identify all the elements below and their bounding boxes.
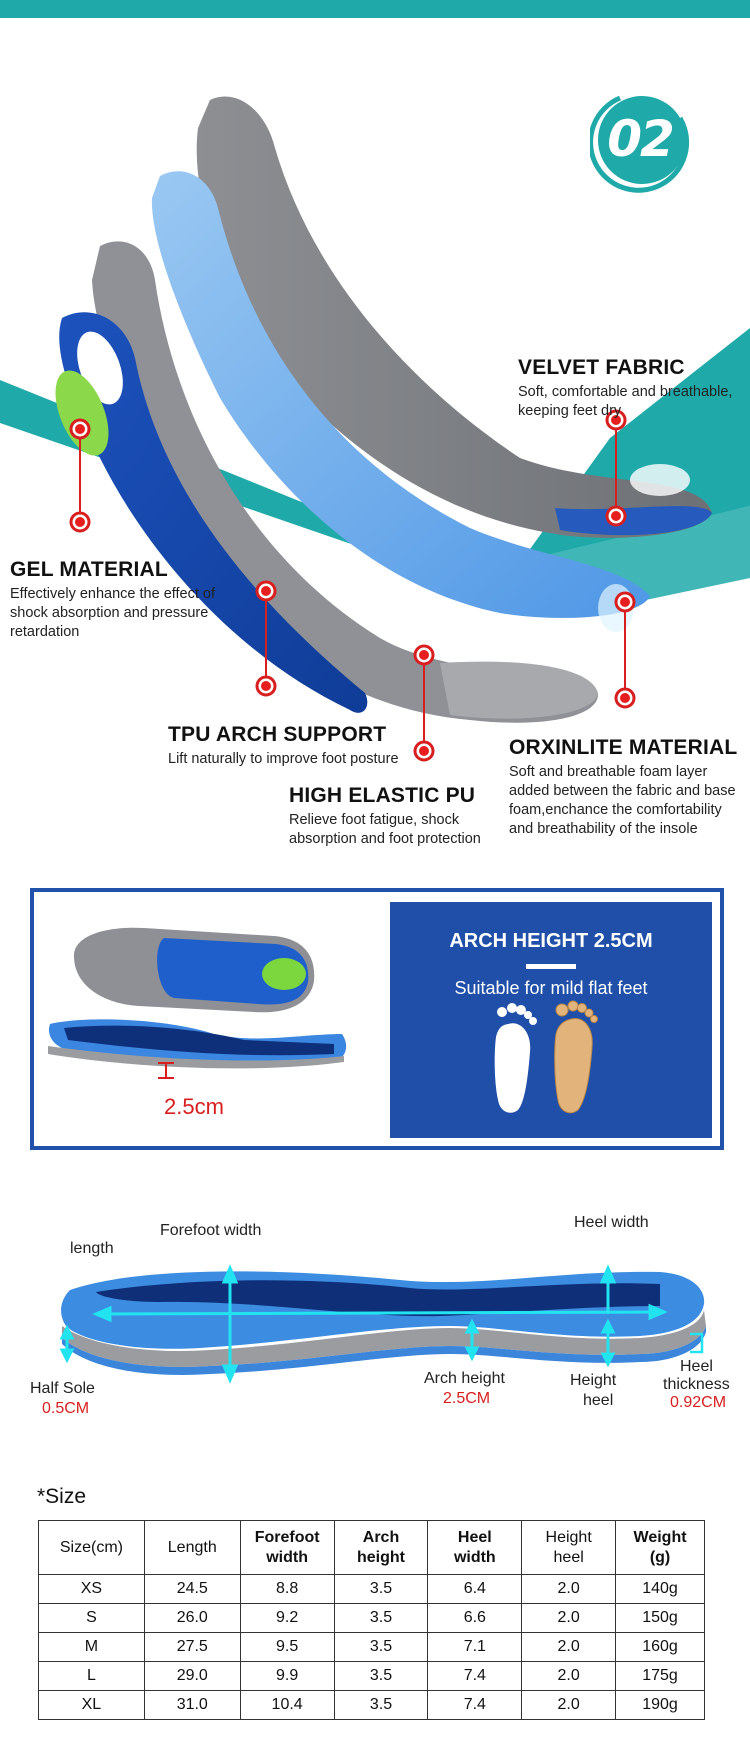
velvet-fabric-underside (555, 506, 712, 536)
height-heel-label-1: Height (570, 1372, 617, 1389)
gel-material-callout: GEL MATERIAL Effectively enhance the eff… (10, 558, 230, 642)
breathable-vapor (630, 464, 690, 496)
callout-title: VELVET FABRIC (518, 356, 685, 379)
arch-height-subtitle: Suitable for mild flat feet (454, 978, 648, 998)
half-sole-label: Half Sole (30, 1380, 95, 1397)
insole-measurements-diagram: length Forefoot width Heel width Half So… (0, 1214, 750, 1450)
arch-height-measure-label: 2.5cm (164, 1094, 224, 1119)
arch-height-panel: ARCH HEIGHT 2.5CM Suitable for mild flat… (390, 902, 712, 1138)
tpu-arch-support-layer (59, 312, 368, 713)
bare-foot-icon (554, 1000, 598, 1114)
callout-desc: Soft, comfortable and breathable, keepin… (518, 384, 733, 419)
callout-desc: Soft and breathable foam layer added bet… (509, 764, 736, 837)
heel-thickness-value: 0.92CM (670, 1394, 727, 1411)
heel-thickness-label-2: thickness (663, 1376, 730, 1393)
insole-product-photo: 2.5cm (44, 906, 354, 1136)
half-sole-value: 0.5CM (42, 1400, 90, 1417)
callout-title: HIGH ELASTIC PU (289, 784, 476, 807)
flat-footprint-icon (494, 1003, 537, 1113)
tpu-arch-support-callout: TPU ARCH SUPPORT Lift naturally to impro… (168, 723, 418, 769)
callout-desc: Relieve foot fatigue, shock absorption a… (289, 812, 481, 847)
badge-number: 02 (607, 110, 675, 168)
velvet-fabric-callout: VELVET FABRIC Soft, comfortable and brea… (518, 356, 748, 421)
arch-height-box: 2.5cm ARCH HEIGHT 2.5CM Suitable for mil… (30, 888, 724, 1150)
callout-desc: Effectively enhance the effect of shock … (10, 586, 216, 640)
top-accent-bar (0, 0, 750, 18)
section-number-badge: 02 (590, 88, 690, 198)
arch-height-value: 2.5CM (443, 1390, 491, 1407)
callout-title: GEL MATERIAL (10, 558, 168, 581)
high-elastic-pu-layer (92, 241, 599, 723)
insole-top-and-side-illustration (48, 927, 347, 1079)
callout-title: ORXINLITE MATERIAL (509, 736, 738, 759)
length-label: length (70, 1240, 114, 1257)
badge-ring-icon (590, 95, 690, 193)
orxinlite-material-callout: ORXINLITE MATERIAL Soft and breathable f… (509, 736, 745, 839)
insole-layers-illustration (0, 96, 750, 762)
callout-title: TPU ARCH SUPPORT (168, 723, 387, 746)
heel-width-label: Heel width (574, 1214, 649, 1231)
header-size: Size(cm) (38, 1520, 145, 1575)
header-weight: Weight(g) (615, 1520, 705, 1575)
heel-thickness-label-1: Heel (680, 1358, 713, 1375)
insole-layers-section: 02 VELVET FABRIC Soft, comfortable and b… (0, 18, 750, 858)
insole-side-measure-illustration (59, 1264, 706, 1384)
size-heading: *Size (37, 1485, 87, 1508)
gel-pad (55, 370, 109, 456)
callout-desc: Lift naturally to improve foot posture (168, 751, 399, 767)
pu-heel-cup (440, 661, 598, 719)
arch-height-title: ARCH HEIGHT 2.5CM (449, 930, 653, 952)
footprint-icons (494, 1000, 598, 1114)
arch-height-label: Arch height (424, 1370, 505, 1387)
height-heel-label-2: heel (583, 1392, 614, 1409)
orxinlite-foam-layer (151, 171, 650, 618)
divider (526, 964, 576, 969)
high-elastic-pu-callout: HIGH ELASTIC PU Relieve foot fatigue, sh… (289, 784, 514, 849)
header-length: Length (143, 1520, 241, 1575)
forefoot-width-label: Forefoot width (160, 1222, 262, 1239)
